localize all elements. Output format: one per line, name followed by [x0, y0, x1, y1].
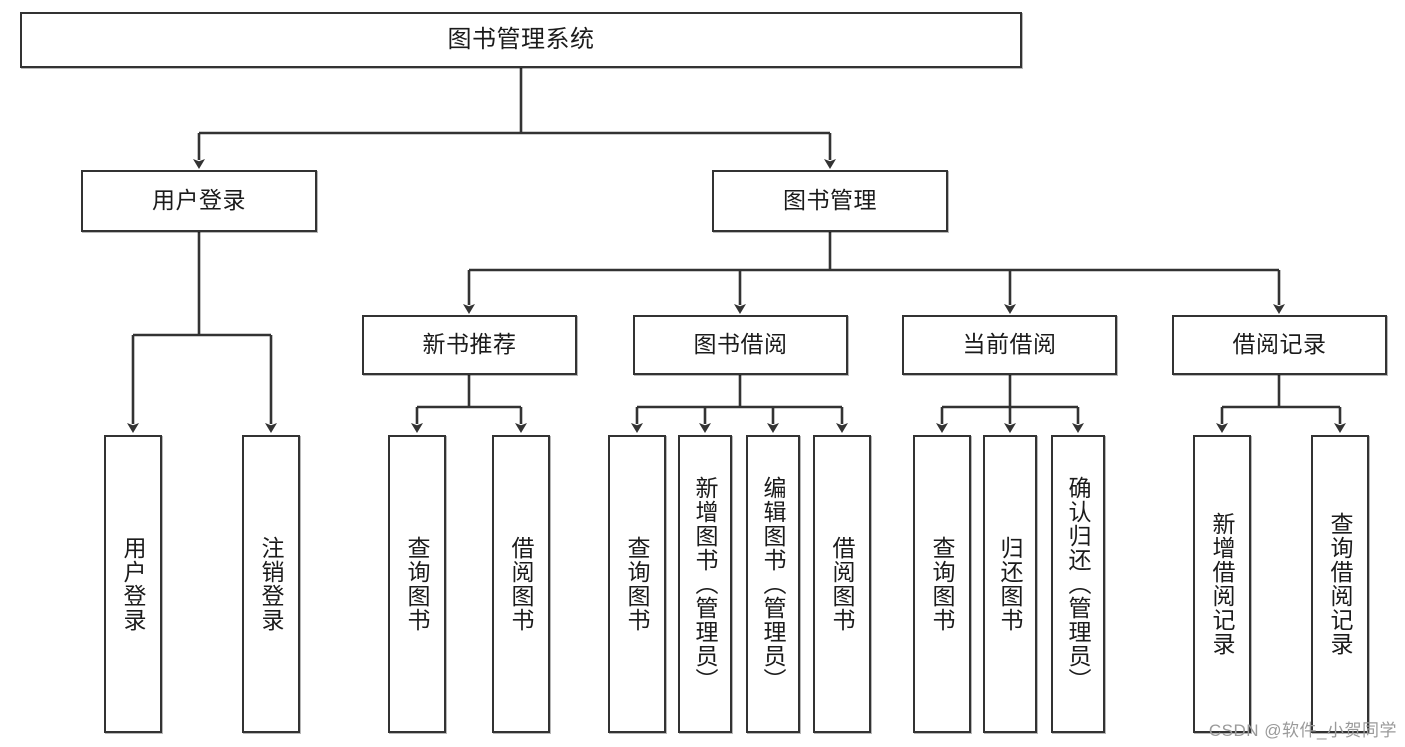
node-user-login[interactable]: 用户登录 [81, 170, 317, 232]
node-label: 图书管理系统 [447, 25, 595, 53]
leaf-recommend-query-book[interactable]: 查询图书 [388, 435, 446, 733]
node-borrow-record[interactable]: 借阅记录 [1172, 315, 1387, 375]
leaf-logout[interactable]: 注销登录 [242, 435, 300, 733]
node-label: 查询图书 [624, 536, 651, 632]
node-new-book-recommend[interactable]: 新书推荐 [362, 315, 577, 375]
leaf-confirm-return-admin[interactable]: 确认归还（管理员） [1051, 435, 1105, 733]
leaf-borrow-query-book[interactable]: 查询图书 [608, 435, 666, 733]
leaf-current-query-book[interactable]: 查询图书 [913, 435, 971, 733]
node-label: 查询图书 [404, 536, 431, 632]
node-label: 归还图书 [997, 536, 1024, 632]
leaf-user-login[interactable]: 用户登录 [104, 435, 162, 733]
node-label: 用户登录 [120, 536, 147, 632]
node-label: 当前借阅 [962, 331, 1057, 358]
leaf-add-book-admin[interactable]: 新增图书（管理员） [678, 435, 732, 733]
node-label: 新增借阅记录 [1209, 512, 1236, 656]
leaf-edit-book-admin[interactable]: 编辑图书（管理员） [746, 435, 800, 733]
node-book-management[interactable]: 图书管理 [712, 170, 948, 232]
csdn-watermark: CSDN @软件_小贺同学 [1208, 721, 1397, 740]
leaf-query-borrow-record[interactable]: 查询借阅记录 [1311, 435, 1369, 733]
node-book-borrow[interactable]: 图书借阅 [633, 315, 848, 375]
node-label: 图书管理 [783, 187, 877, 214]
node-label: 查询图书 [929, 536, 956, 632]
node-label: 新书推荐 [422, 331, 517, 358]
node-label: 图书借阅 [693, 331, 788, 358]
node-label: 编辑图书（管理员） [760, 476, 787, 692]
node-label: 查询借阅记录 [1327, 512, 1354, 656]
node-label: 借阅图书 [829, 536, 856, 632]
node-label: 注销登录 [258, 536, 285, 632]
leaf-return-book[interactable]: 归还图书 [983, 435, 1037, 733]
node-label: 新增图书（管理员） [692, 476, 719, 692]
node-label: 借阅图书 [508, 536, 535, 632]
node-current-borrow[interactable]: 当前借阅 [902, 315, 1117, 375]
node-root-system[interactable]: 图书管理系统 [20, 12, 1022, 68]
node-label: 用户登录 [152, 187, 246, 214]
node-label: 借阅记录 [1232, 331, 1327, 358]
leaf-add-borrow-record[interactable]: 新增借阅记录 [1193, 435, 1251, 733]
leaf-recommend-borrow-book[interactable]: 借阅图书 [492, 435, 550, 733]
leaf-borrow-book[interactable]: 借阅图书 [813, 435, 871, 733]
node-label: 确认归还（管理员） [1065, 476, 1092, 692]
